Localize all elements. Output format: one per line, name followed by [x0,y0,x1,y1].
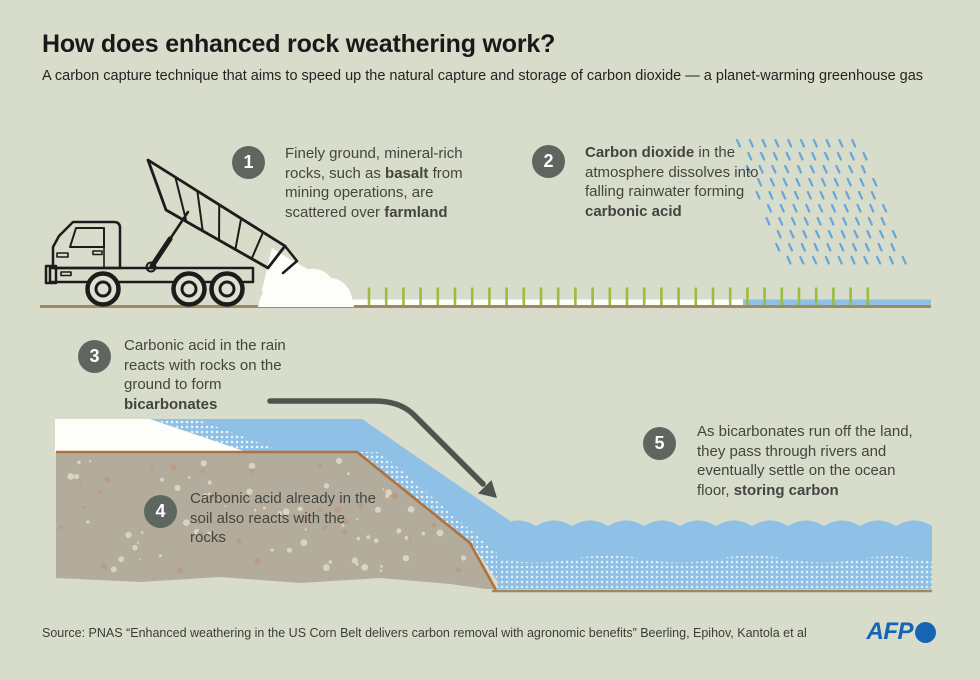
truck-bumper [44,264,58,285]
step-5-number: 5 [643,427,676,460]
truck-tailgate [281,244,299,275]
step-4-number: 4 [144,495,177,528]
truck-bed-ribs [174,176,265,260]
afp-logo: AFP [866,618,936,646]
step-1-text: Finely ground, mineral-rich rocks, such … [285,145,463,221]
dissolving-texture [152,419,283,452]
afp-logo-globe-icon [915,621,936,643]
water-strip [743,299,931,306]
rock-spray [262,248,338,307]
flow-arrow-shaft [267,398,486,487]
dump-truck-illustration [44,158,299,307]
truck-cab [51,220,122,270]
truck-door-handle [92,250,103,256]
truck-bed [146,158,287,270]
step-3-number: 3 [78,340,111,373]
soil-speckles [58,457,467,574]
step-5-text: As bicarbonates run off the land, they p… [697,423,913,499]
source-credit: Source: PNAS “Enhanced weathering in the… [42,626,807,640]
ocean-sediment-texture [497,553,932,588]
rock-dust-layer [55,419,247,452]
flow-arrow [267,398,497,498]
step-4-text: Carbonic acid already in the soil also r… [190,490,376,546]
truck-pivot [145,261,157,273]
truck-wheels [85,271,245,307]
step-1-number: 1 [232,146,265,179]
rain-pattern [735,138,907,265]
scattered-rock-strip [312,299,743,306]
truck-hydraulic-piston [168,210,190,241]
step-2-number: 2 [532,145,565,178]
truck-step [60,271,72,277]
page-subtitle: A carbon capture technique that aims to … [42,68,924,84]
step-3-text: Carbonic acid in the rain reacts with ro… [124,337,286,413]
page-title: How does enhanced rock weathering work? [42,30,556,58]
river-flow [150,419,510,590]
flow-arrow-head [478,480,497,498]
truck-grille [56,252,69,258]
truck-hydraulic-cylinder [149,236,173,269]
crop-sprouts [367,287,870,306]
step-2-text: Carbon dioxide in the atmosphere dissolv… [585,144,759,220]
soil-surface-line [56,450,498,591]
afp-logo-text: AFP [866,618,914,645]
soil-cross-section [56,452,495,589]
